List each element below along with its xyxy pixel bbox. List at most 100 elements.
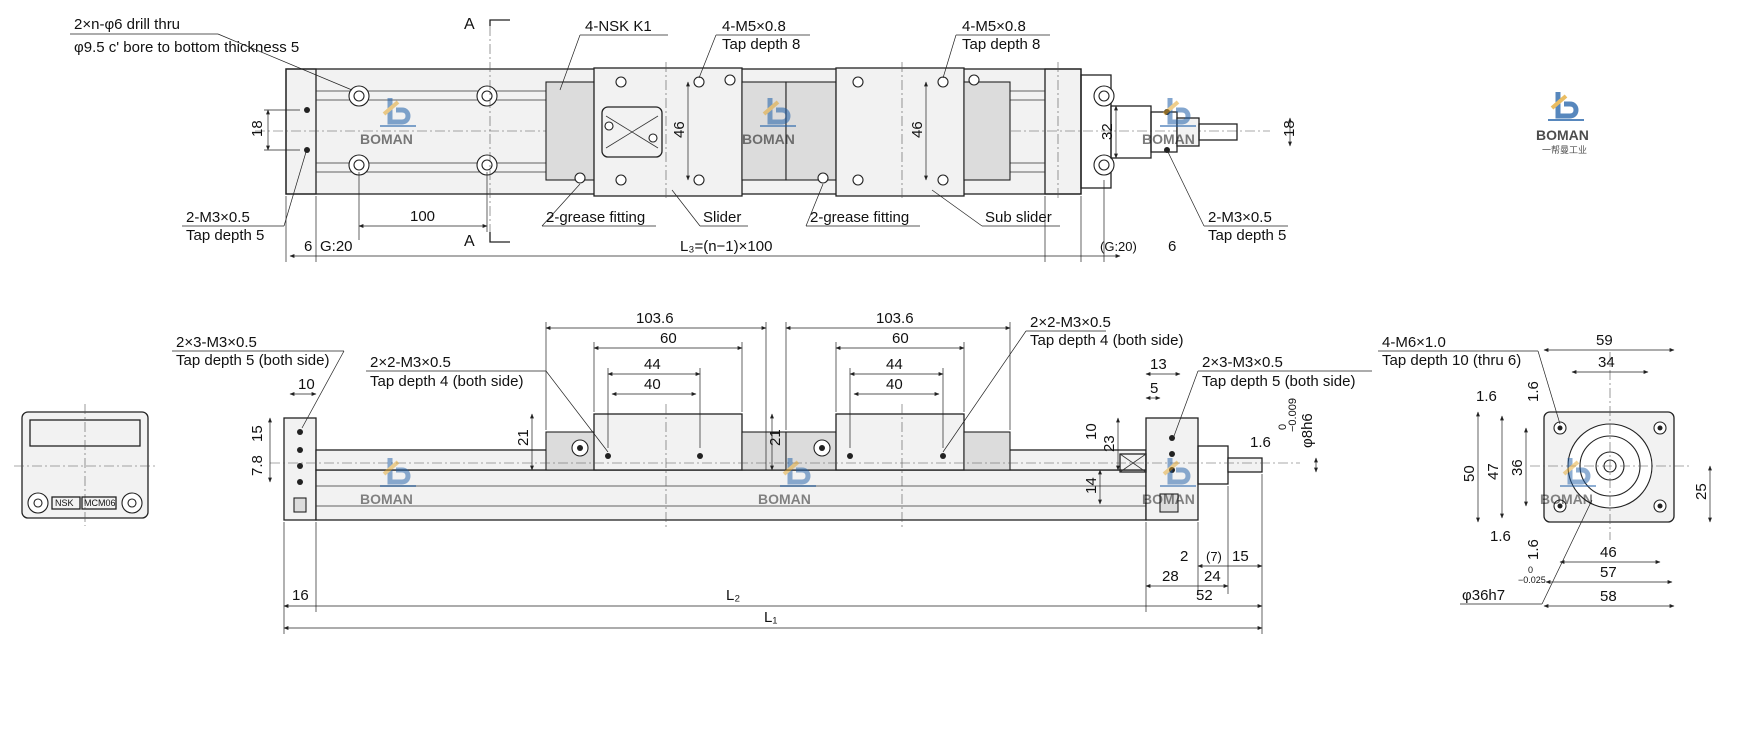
dim-15-b: 15 [1232, 548, 1249, 565]
grease-left-callout: 2-grease fitting [546, 209, 645, 226]
dim-l2: L₂ [726, 587, 740, 604]
section-mark-bottom: A [464, 233, 475, 250]
watermark-sub: 一帮曼工业 [1542, 144, 1587, 155]
watermark-brand: BOMAN [1540, 491, 1593, 507]
shaft-fit: φ8h6 [1299, 413, 1316, 448]
dim-top-32: 32 [1099, 123, 1116, 140]
front-3m3-left-1: 2×3-M3×0.5 [176, 334, 257, 351]
watermark-logo: BOMAN [360, 98, 416, 147]
m3-left-callout-2: Tap depth 5 [186, 227, 264, 244]
watermark-logo: BOMAN [742, 98, 796, 147]
front-2m3-right-2: Tap depth 4 (both side) [1030, 332, 1183, 349]
dim-13: 13 [1150, 356, 1167, 373]
front-motor-shaft [1227, 457, 1263, 473]
end-view: NSK MCM06 [14, 404, 156, 526]
sub-slider-seal-left [785, 81, 837, 181]
watermark-logo: BOMAN [758, 458, 816, 507]
grease-fitting [817, 172, 829, 184]
dim-21-b: 21 [767, 429, 784, 446]
dim-g20: G:20 [320, 238, 353, 255]
watermark-logo: BOMAN [1142, 98, 1196, 147]
dim-23: 23 [1101, 435, 1118, 452]
dim-s47: 47 [1485, 463, 1502, 480]
dim-s46: 46 [1600, 544, 1617, 561]
watermark-logo: BOMAN 一帮曼工业 [1536, 92, 1589, 155]
dim-s1-6-b: 1.6 [1525, 381, 1542, 402]
dim-pitch-100: 100 [410, 208, 435, 225]
watermark-logo: BOMAN [1142, 458, 1196, 507]
shaft-tol-upper: 0 [1277, 424, 1289, 430]
dim-l3: L₃=(n−1)×100 [680, 238, 772, 255]
watermark-logo: BOMAN [360, 458, 416, 507]
dim-60-a: 60 [660, 330, 677, 347]
dim-16: 16 [292, 587, 309, 604]
top-view [255, 62, 1270, 200]
slider-seal-left [545, 81, 597, 181]
dim-10-r: 10 [1083, 423, 1100, 440]
dim-s59: 59 [1596, 332, 1613, 349]
shaft-tol-lower: −0.009 [1287, 398, 1299, 432]
m6-callout-1: 4-M6×1.0 [1382, 334, 1446, 351]
dim-6-right: 6 [1168, 238, 1176, 255]
dim-103-b: 103.6 [876, 310, 914, 327]
watermark-brand: BOMAN [1142, 131, 1195, 147]
bore-callout: φ9.5 c' bore to bottom thickness 5 [74, 39, 299, 56]
dim-s50: 50 [1461, 465, 1478, 482]
dim-44-b: 44 [886, 356, 903, 373]
dim-24: 24 [1204, 568, 1221, 585]
slider-seal-right [741, 81, 787, 181]
pilot-tol-lower: −0.025 [1518, 575, 1546, 585]
front-3m3-left-2: Tap depth 5 (both side) [176, 352, 329, 369]
dim-103-a: 103.6 [636, 310, 674, 327]
dim-5: 5 [1150, 380, 1158, 397]
end-view-model: MCM06 [84, 498, 116, 508]
watermark-brand: BOMAN [758, 491, 811, 507]
dim-21-a: 21 [515, 429, 532, 446]
watermark-brand: BOMAN [742, 131, 795, 147]
m3-left-callout-1: 2-M3×0.5 [186, 209, 250, 226]
dim-top-46-b: 46 [909, 121, 926, 138]
slider-callout: Slider [703, 209, 741, 226]
end-view-nameplate: NSK [55, 498, 74, 508]
section-mark-top: A [464, 16, 475, 33]
watermark-brand: BOMAN [360, 491, 413, 507]
pilot-fit: φ36h7 [1462, 587, 1505, 604]
watermark-brand: BOMAN [360, 131, 413, 147]
front-2m3-left-1: 2×2-M3×0.5 [370, 354, 451, 371]
sub-slider-callout: Sub slider [985, 209, 1052, 226]
dim-40-b: 40 [886, 376, 903, 393]
dim-14: 14 [1083, 477, 1100, 494]
drill-callout: 2×n-φ6 drill thru [74, 16, 180, 33]
dim-2: 2 [1180, 548, 1188, 565]
watermark-logo: BOMAN [1540, 458, 1596, 507]
watermark-brand: BOMAN [1142, 491, 1195, 507]
dim-44-a: 44 [644, 356, 661, 373]
dim-l1: L₁ [764, 609, 777, 626]
slider-block [593, 67, 743, 197]
m5-right-callout-1: 4-M5×0.8 [962, 18, 1026, 35]
dim-10-top: 10 [298, 376, 315, 393]
front-2m3-right-1: 2×2-M3×0.5 [1030, 314, 1111, 331]
front-view [270, 404, 1300, 530]
dim-7: (7) [1206, 549, 1222, 564]
m5-left-callout-2: Tap depth 8 [722, 36, 800, 53]
front-2m3-left-2: Tap depth 4 (both side) [370, 373, 523, 390]
dim-top-18-right: 18 [1281, 120, 1298, 137]
m5-left-callout-1: 4-M5×0.8 [722, 18, 786, 35]
m5-right-callout-2: Tap depth 8 [962, 36, 1040, 53]
dim-s34: 34 [1598, 354, 1615, 371]
dim-s58: 58 [1600, 588, 1617, 605]
nsk-k1-callout: 4-NSK K1 [585, 18, 652, 35]
front-3m3-right-1: 2×3-M3×0.5 [1202, 354, 1283, 371]
side-view [1530, 352, 1690, 540]
dim-top-46-a: 46 [671, 121, 688, 138]
dim-s57: 57 [1600, 564, 1617, 581]
dim-g20-right: (G:20) [1100, 239, 1137, 254]
dim-s1-6-d: 1.6 [1525, 539, 1542, 560]
front-sub-slider [835, 413, 965, 471]
dim-top-18-left: 18 [249, 120, 266, 137]
sub-slider-seal-right [963, 81, 1011, 181]
dim-40-a: 40 [644, 376, 661, 393]
dim-s1-6-c: 1.6 [1490, 528, 1511, 545]
